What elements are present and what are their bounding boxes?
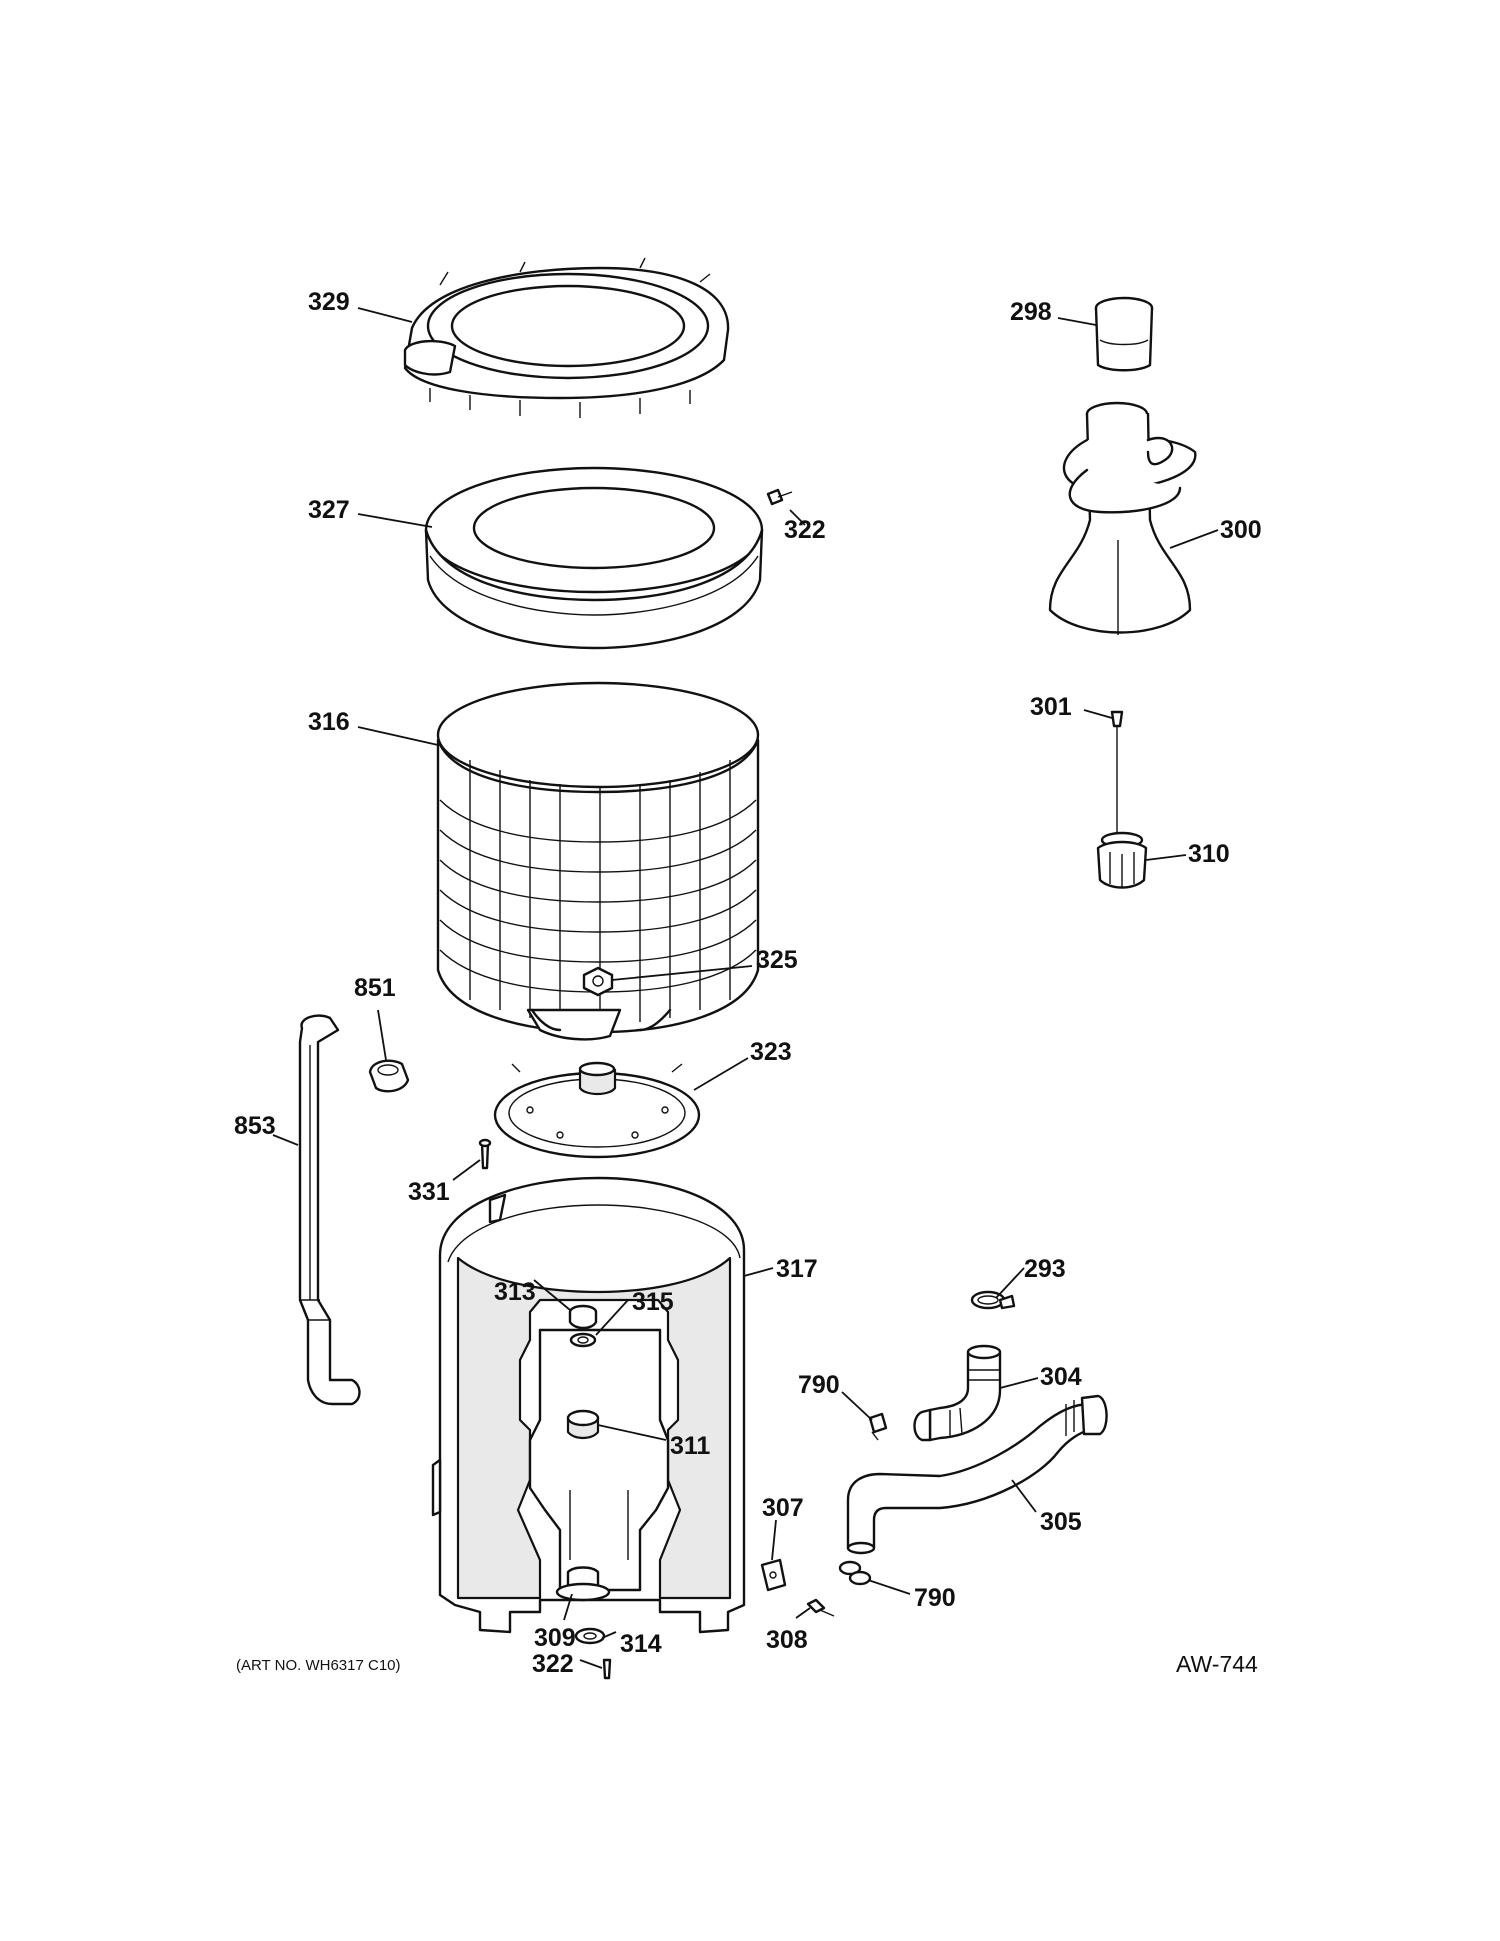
part-322-bottom-screw: [602, 1658, 612, 1680]
callout-329: 329: [308, 288, 350, 316]
part-316-wash-basket: [436, 681, 760, 1041]
figure-code: AW-744: [1176, 1651, 1258, 1677]
part-315-seal: [569, 1332, 597, 1348]
callout-314: 314: [620, 1630, 662, 1658]
callout-310: 310: [1188, 840, 1230, 868]
part-309-mount: [555, 1566, 611, 1602]
callout-labels: 329 298 327 322 300 316 301 310 851 325 …: [234, 288, 1262, 1678]
part-304-hose: [913, 1344, 1002, 1442]
callout-331: 331: [408, 1178, 450, 1206]
callout-307: 307: [762, 1494, 804, 1522]
part-301-bolt: [1110, 710, 1124, 832]
part-323-hub-plate: [493, 1061, 701, 1159]
part-851-cap: [368, 1059, 410, 1093]
part-307-bracket: [760, 1558, 787, 1592]
callout-308: 308: [766, 1626, 808, 1654]
part-322-screw: [766, 488, 793, 506]
callout-305: 305: [1040, 1508, 1082, 1536]
callout-298: 298: [1010, 298, 1052, 326]
callout-322-top: 322: [784, 516, 826, 544]
callout-309: 309: [534, 1624, 576, 1652]
callout-322-bottom: 322: [532, 1650, 574, 1678]
part-790-clip-lower: [838, 1560, 872, 1586]
part-853-suspension-rod: [298, 1014, 361, 1406]
part-331-screw: [478, 1138, 492, 1170]
part-308-screw: [806, 1598, 835, 1617]
part-305-drain-hose: [846, 1394, 1108, 1555]
callout-315: 315: [632, 1288, 674, 1316]
part-293-clamp: [970, 1290, 1016, 1310]
part-329-tub-cover: [403, 257, 730, 418]
leader-lines: [272, 307, 1219, 1669]
part-314-washer: [574, 1627, 606, 1645]
callout-323: 323: [750, 1038, 792, 1066]
callout-293: 293: [1024, 1255, 1066, 1283]
part-298-agitator-cap: [1094, 296, 1154, 372]
callout-790-lower: 790: [914, 1584, 956, 1612]
callout-327: 327: [308, 496, 350, 524]
part-300-agitator: [1048, 401, 1197, 635]
part-310-coupling: [1096, 831, 1148, 889]
callout-301: 301: [1030, 693, 1072, 721]
part-311-bearing: [566, 1409, 600, 1440]
art-number: (ART NO. WH6317 C10): [236, 1657, 401, 1674]
part-313-bearing: [568, 1304, 598, 1330]
callout-853: 853: [234, 1112, 276, 1140]
callout-300: 300: [1220, 516, 1262, 544]
callout-317: 317: [776, 1255, 818, 1283]
part-325-nut: [582, 966, 614, 997]
part-790-clip-upper: [868, 1412, 888, 1441]
callout-313: 313: [494, 1278, 536, 1306]
part-317-outer-tub: [431, 1176, 746, 1634]
callout-851: 851: [354, 974, 396, 1002]
callout-304: 304: [1040, 1363, 1082, 1391]
callout-316: 316: [308, 708, 350, 736]
callout-311: 311: [670, 1432, 710, 1460]
callout-325: 325: [756, 946, 798, 974]
callout-790-upper: 790: [798, 1371, 840, 1399]
part-327-balance-ring: [424, 466, 764, 650]
